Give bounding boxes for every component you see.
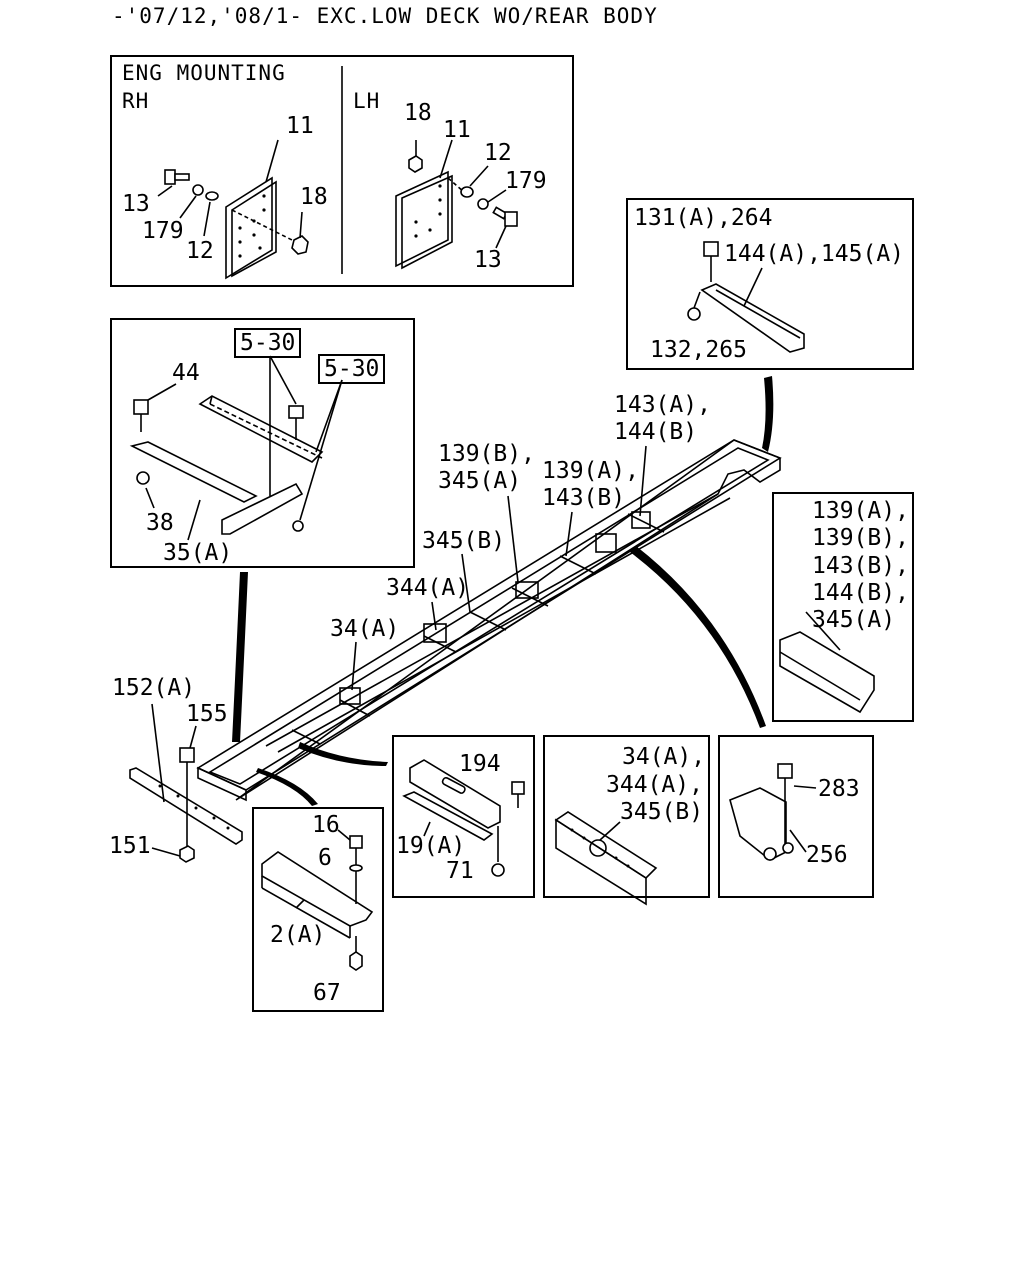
- callout-194: 194: [459, 751, 501, 777]
- rm-callout-345a: 345(A): [812, 607, 896, 633]
- callout-139a: 139(A),: [542, 458, 639, 484]
- callout-256: 256: [806, 842, 848, 868]
- callout-152a: 152(A): [112, 675, 196, 701]
- bracket-box: [718, 735, 874, 898]
- callout-132-265: 132,265: [650, 337, 747, 363]
- rm-callout-143b: 143(B),: [812, 553, 909, 579]
- callout-345b: 345(B): [422, 528, 506, 554]
- callout-283: 283: [818, 776, 860, 802]
- rh-label: RH: [122, 89, 150, 113]
- callout-143b: 143(B): [542, 485, 626, 511]
- cross-box: [543, 735, 710, 898]
- rh-callout-11: 11: [286, 113, 314, 139]
- eng-mounting-box: [110, 55, 574, 287]
- rm-callout-144b: 144(B),: [812, 580, 909, 606]
- rh-callout-13: 13: [122, 191, 150, 217]
- rh-callout-12: 12: [186, 238, 214, 264]
- crossmember-box: [110, 318, 415, 568]
- lh-callout-18: 18: [404, 100, 432, 126]
- lh-mount-plate: [395, 139, 518, 270]
- cb-callout-344a: 344(A),: [606, 772, 703, 798]
- cross-member-drawing: [554, 811, 658, 906]
- callout-131a-264: 131(A),264: [634, 205, 773, 231]
- rh-callout-18: 18: [300, 184, 328, 210]
- callout-38: 38: [146, 510, 174, 536]
- callout-16: 16: [312, 812, 340, 838]
- callout-35a: 35(A): [163, 540, 233, 566]
- callout-34a: 34(A): [330, 616, 400, 642]
- callout-345a: 345(A): [438, 468, 522, 494]
- lh-callout-12: 12: [484, 140, 512, 166]
- diagram-header: -'07/12,'08/1- EXC.LOW DECK WO/REAR BODY: [112, 4, 658, 28]
- lh-callout-11: 11: [443, 117, 471, 143]
- lh-callout-179: 179: [505, 168, 547, 194]
- plate-box: [392, 735, 535, 898]
- callout-6: 6: [318, 845, 332, 871]
- callout-67: 67: [313, 980, 341, 1006]
- callout-143a: 143(A),: [614, 392, 711, 418]
- rh-mount-plate: [225, 139, 309, 280]
- callout-155: 155: [186, 701, 228, 727]
- callout-151: 151: [109, 833, 151, 859]
- right-member-box: [772, 492, 914, 722]
- right-member-drawing: [779, 611, 875, 714]
- cb-callout-345b: 345(B): [620, 799, 704, 825]
- callout-44: 44: [172, 360, 200, 386]
- cb-callout-34a: 34(A),: [622, 744, 706, 770]
- callout-19a: 19(A): [396, 833, 466, 859]
- bracket-drawing: [729, 763, 817, 861]
- rh-fasteners: [157, 169, 219, 237]
- main-frame-drawing: [196, 439, 782, 802]
- front-bracket-drawing: [261, 829, 374, 971]
- rm-callout-139a: 139(A),: [812, 498, 909, 524]
- callout-139b: 139(B),: [438, 441, 535, 467]
- callout-144b: 144(B): [614, 419, 698, 445]
- ref-5-30-b[interactable]: 5-30: [318, 354, 386, 384]
- rh-callout-179: 179: [142, 218, 184, 244]
- front-bracket-box: [252, 807, 384, 1012]
- lh-callout-13: 13: [474, 247, 502, 273]
- callout-144a-145a: 144(A),145(A): [724, 241, 905, 267]
- callout-344a: 344(A): [386, 575, 470, 601]
- callout-71: 71: [446, 858, 474, 884]
- ref-5-30-a[interactable]: 5-30: [234, 328, 302, 358]
- plate-drawing: [402, 759, 525, 877]
- rear-bracket-box: [626, 198, 914, 370]
- callout-2a: 2(A): [270, 922, 326, 948]
- side-rail-drawing: [129, 703, 243, 863]
- rear-bracket-drawing: [687, 241, 805, 353]
- lh-label: LH: [353, 89, 381, 113]
- rm-callout-139b: 139(B),: [812, 525, 909, 551]
- eng-mounting-title: ENG MOUNTING: [122, 61, 286, 85]
- crossmember-drawing: [129, 355, 343, 541]
